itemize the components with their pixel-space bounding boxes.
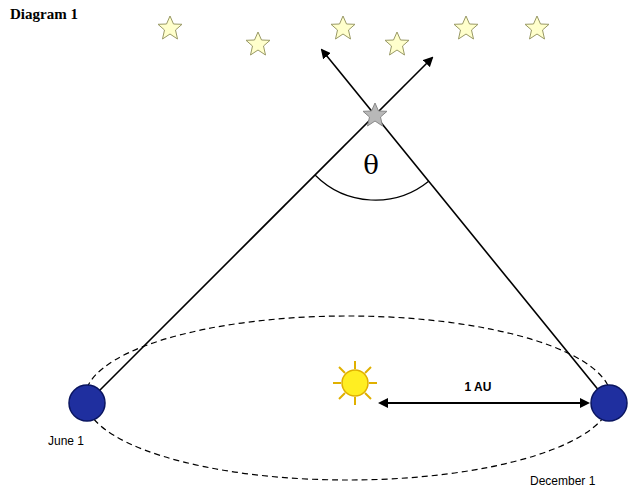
date-label: June 1 (48, 434, 84, 448)
date-label: December 1 (530, 474, 595, 488)
sight-line (322, 50, 609, 403)
earth-june (69, 385, 105, 421)
sight-line (87, 58, 432, 403)
angle-symbol: θ (363, 150, 379, 180)
background-stars (158, 16, 549, 55)
sun (333, 361, 377, 405)
distance-label: 1 AU (465, 380, 492, 394)
distance-arrow (380, 402, 588, 404)
earth-december (591, 385, 627, 421)
earth-orbit (85, 316, 611, 480)
diagram-title: Diagram 1 (10, 6, 78, 23)
near-star (363, 103, 387, 126)
